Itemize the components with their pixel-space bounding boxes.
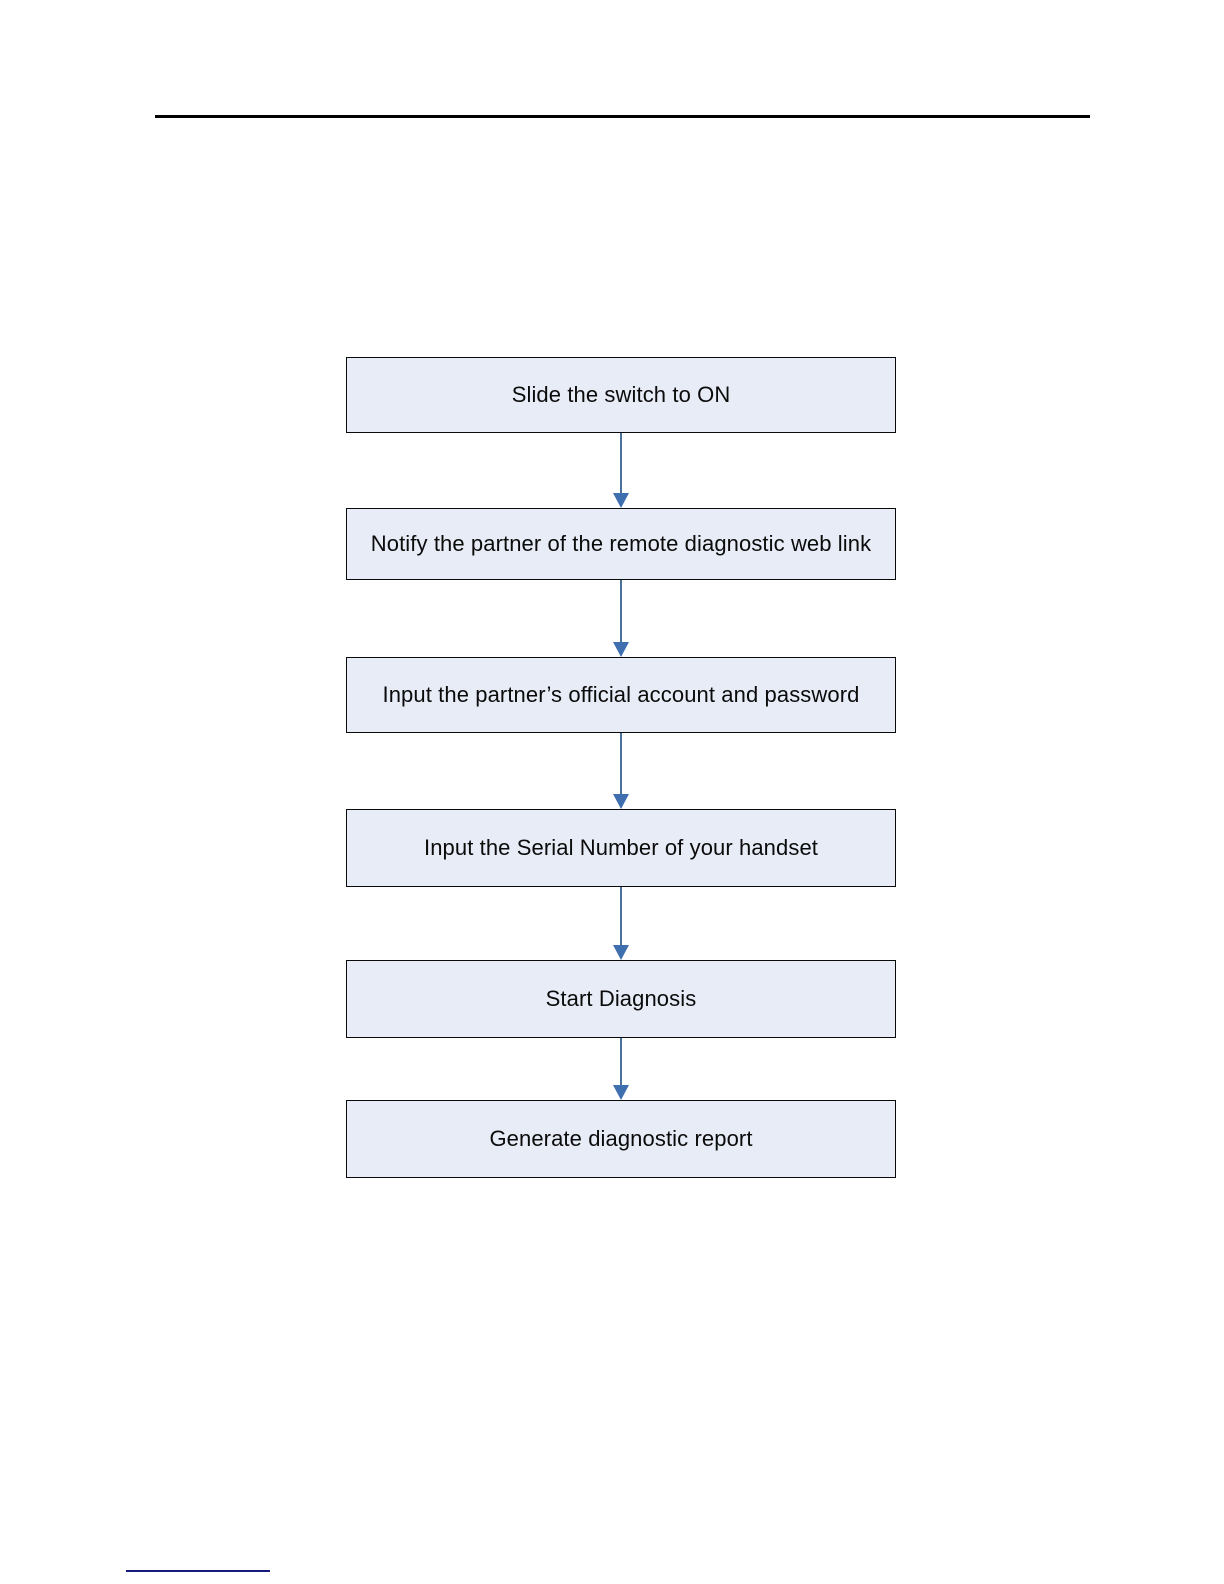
flowchart-node-step-3[interactable]: Input the partner’s official account and… [346, 657, 896, 733]
down-arrow-icon [613, 1085, 629, 1100]
flowchart-node-label: Notify the partner of the remote diagnos… [370, 531, 872, 556]
flowchart-node-label: Generate diagnostic report [489, 1126, 753, 1151]
flowchart-connector-2 [613, 580, 629, 657]
flowchart-node-label: Slide the switch to ON [511, 382, 731, 407]
footnote-divider [126, 1570, 270, 1572]
connector-line [620, 1038, 622, 1085]
down-arrow-icon [613, 493, 629, 508]
flowchart-connector-5 [613, 1038, 629, 1100]
flowchart-connector-4 [613, 887, 629, 960]
flowchart-node-label: Input the Serial Number of your handset [423, 835, 818, 860]
header-divider [155, 115, 1090, 118]
down-arrow-icon [613, 794, 629, 809]
connector-line [620, 733, 622, 794]
down-arrow-icon [613, 945, 629, 960]
flowchart-node-label: Input the partner’s official account and… [382, 682, 860, 707]
flowchart-node-step-2[interactable]: Notify the partner of the remote diagnos… [346, 508, 896, 580]
connector-line [620, 887, 622, 945]
flowchart-node-step-4[interactable]: Input the Serial Number of your handset [346, 809, 896, 887]
connector-line [620, 580, 622, 642]
flowchart-node-step-6[interactable]: Generate diagnostic report [346, 1100, 896, 1178]
flowchart-connector-3 [613, 733, 629, 809]
connector-line [620, 433, 622, 493]
flowchart-node-label: Start Diagnosis [545, 986, 697, 1011]
flowchart-connector-1 [613, 433, 629, 508]
down-arrow-icon [613, 642, 629, 657]
flowchart-node-step-5[interactable]: Start Diagnosis [346, 960, 896, 1038]
flowchart-node-step-1[interactable]: Slide the switch to ON [346, 357, 896, 433]
